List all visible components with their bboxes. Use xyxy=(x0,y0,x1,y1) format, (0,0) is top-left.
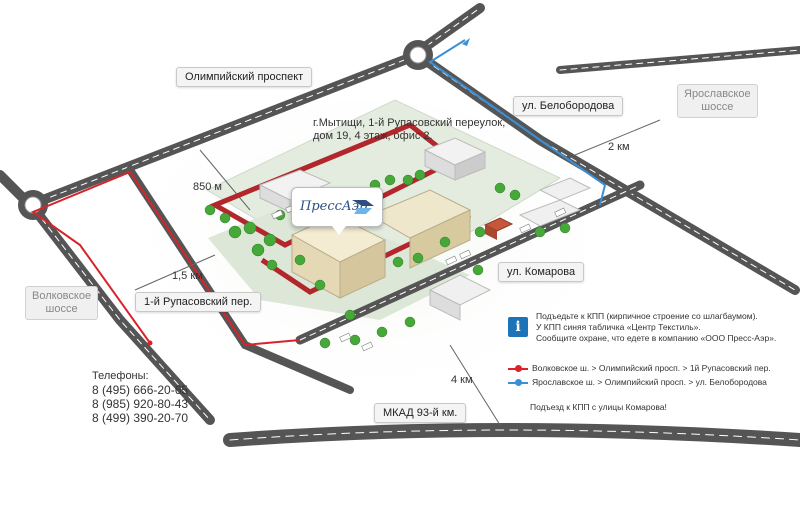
route-blue xyxy=(428,39,607,206)
arrow-4 xyxy=(449,344,501,426)
route-red xyxy=(30,170,301,347)
company-logo: ПрессАэр xyxy=(291,187,383,235)
distance-1-5km: 1,5 км xyxy=(172,270,203,282)
route-red-start xyxy=(147,340,153,346)
entrance-note: Подъезд к КПП с улицы Комарова! xyxy=(530,402,667,412)
info-line3: Сообщите охране, что едете в компанию «О… xyxy=(536,333,777,343)
label-yaroslavskoe: Ярославское шоссе xyxy=(677,84,758,118)
label-rupasovskiy: 1-й Рупасовский пер. xyxy=(135,292,262,312)
route-dot-red xyxy=(515,365,522,372)
roundabout-north xyxy=(403,40,433,70)
parked-cars xyxy=(271,203,567,352)
label-volkovskoe-line2: шоссе xyxy=(45,303,78,315)
label-mkad: МКАД 93-й км. xyxy=(374,403,467,423)
route-dot-blue xyxy=(515,379,522,386)
info-text: Подъедьте к КПП (кирпичное строение со ш… xyxy=(536,311,786,344)
info-line2: У КПП синяя табличка «Центр Текстиль». xyxy=(536,322,701,332)
phone-number[interactable]: 8 (495) 666-20-65 xyxy=(92,383,189,397)
phones-block: Телефоны: 8 (495) 666-20-65 8 (985) 920-… xyxy=(92,369,188,425)
address-line2: дом 19, 4 этаж, офис 2. xyxy=(313,130,433,142)
logo-mark-icon xyxy=(352,200,374,214)
address: г.Мытищи, 1-й Рупасовский переулок, дом … xyxy=(313,117,505,143)
route-text-blue: Ярославское ш. > Олимпийский просп. > ул… xyxy=(532,377,767,387)
label-yaroslavskoe-line2: шоссе xyxy=(701,101,734,113)
label-beloborodova: ул. Белобородова xyxy=(513,96,624,116)
label-komarova: ул. Комарова xyxy=(498,262,585,282)
distance-arrows xyxy=(134,119,661,426)
phone-number[interactable]: 8 (985) 920-80-43 xyxy=(92,397,189,411)
distance-4km: 4 км xyxy=(451,374,473,386)
label-yaroslavskoe-line1: Ярославское xyxy=(684,88,751,100)
info-icon: i xyxy=(508,317,528,337)
route-text-red: Волковское ш. > Олимпийский просп. > 1й … xyxy=(532,363,771,373)
address-line1: г.Мытищи, 1-й Рупасовский переулок, xyxy=(313,117,506,129)
label-volkovskoe: Волковское шоссе xyxy=(25,286,99,320)
distance-2km: 2 км xyxy=(608,141,630,153)
phones-title: Телефоны: xyxy=(92,370,149,382)
road-olimpiyskiy-dash xyxy=(29,56,413,206)
arrow-2 xyxy=(574,119,661,156)
phone-number[interactable]: 8 (499) 390-20-70 xyxy=(92,411,189,425)
arrow-1-5 xyxy=(134,254,216,291)
label-volkovskoe-line1: Волковское xyxy=(32,290,92,302)
logo-text: ПрессАэр xyxy=(300,199,368,214)
info-line1: Подъедьте к КПП (кирпичное строение со ш… xyxy=(536,311,758,321)
label-olimpiyskiy: Олимпийский проспект xyxy=(176,67,313,87)
buildings xyxy=(258,137,592,321)
distance-850m: 850 м xyxy=(193,181,222,193)
roundabout-west xyxy=(18,190,48,220)
arrow-850 xyxy=(199,149,251,211)
